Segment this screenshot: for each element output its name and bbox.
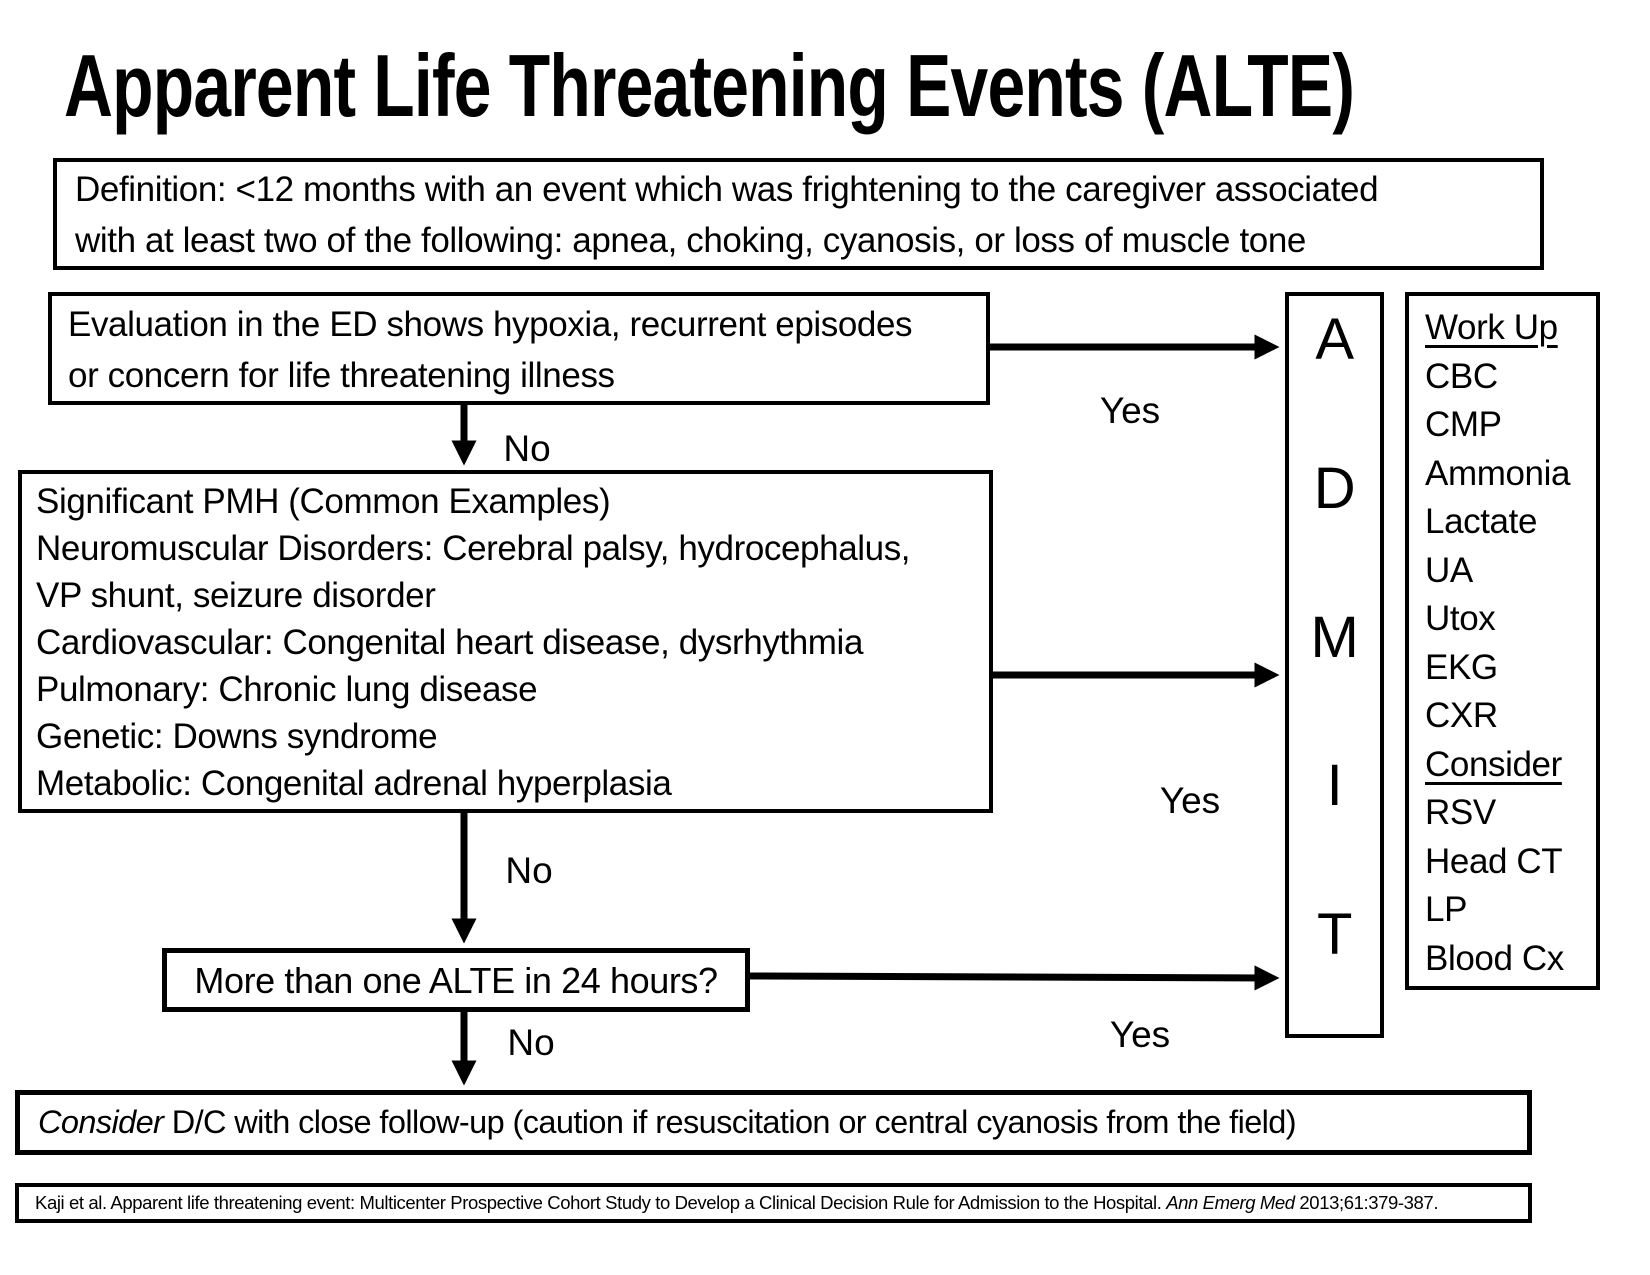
citation-pages: 2013;61:379-387.	[1294, 1192, 1439, 1213]
workup-item: Head CT	[1425, 841, 1563, 881]
workup-item: LP	[1425, 890, 1468, 929]
workup-item: Ammonia	[1425, 453, 1571, 493]
admit-column: A D M I T	[1285, 292, 1384, 1038]
definition-line: Definition: <12 months with an event whi…	[75, 170, 1379, 209]
pmh-line: Pulmonary: Chronic lung disease	[36, 670, 538, 709]
definition-box: Definition: <12 months with an event whi…	[53, 158, 1544, 270]
pmh-line: Neuromuscular Disorders: Cerebral palsy,…	[36, 529, 911, 568]
workup-item: CBC	[1425, 356, 1498, 396]
citation-box: Kaji et al. Apparent life threatening ev…	[15, 1183, 1532, 1223]
pmh-line: Cardiovascular: Congenital heart disease…	[36, 623, 864, 662]
ed-evaluation-box: Evaluation in the ED shows hypoxia, recu…	[48, 292, 990, 405]
pmh-line: Significant PMH (Common Examples)	[36, 482, 611, 521]
workup-item: EKG	[1425, 647, 1498, 687]
admit-letter: I	[1326, 753, 1343, 819]
workup-item: RSV	[1425, 793, 1496, 832]
label-no-pmh: No	[505, 850, 553, 891]
repeat-alte-question-box: More than one ALTE in 24 hours?	[162, 948, 750, 1012]
workup-list-box: Work Up CBC CMP Ammonia Lactate UA Utox …	[1405, 292, 1600, 990]
label-yes-alte: Yes	[1109, 1014, 1171, 1055]
workup-consider-heading: Consider	[1425, 744, 1562, 784]
significant-pmh-box: Significant PMH (Common Examples) Neurom…	[18, 470, 993, 813]
ed-evaluation-line: Evaluation in the ED shows hypoxia, recu…	[68, 305, 913, 344]
workup-item: Utox	[1425, 599, 1496, 638]
admit-letter: D	[1313, 455, 1356, 521]
workup-item: Lactate	[1425, 502, 1538, 541]
admit-letter: T	[1316, 902, 1353, 967]
workup-heading: Work Up	[1425, 308, 1558, 347]
page-title: Apparent Life Threatening Events (ALTE)	[64, 36, 1355, 135]
workup-item: Blood Cx	[1425, 938, 1564, 978]
pmh-line: Metabolic: Congenital adrenal hyperplasi…	[36, 764, 672, 803]
workup-item: CMP	[1425, 405, 1502, 444]
citation-journal: Ann Emerg Med	[1166, 1192, 1295, 1213]
label-yes-eval: Yes	[1099, 390, 1161, 431]
workup-item: CXR	[1425, 696, 1498, 735]
ed-evaluation-line: or concern for life threatening illness	[68, 356, 615, 395]
label-no-alte: No	[507, 1022, 555, 1063]
admit-letter: M	[1310, 604, 1359, 670]
definition-line: with at least two of the following: apne…	[75, 221, 1306, 260]
discharge-text: D/C with close follow-up (caution if res…	[163, 1104, 1297, 1140]
discharge-box: Consider D/C with close follow-up (cauti…	[15, 1090, 1532, 1155]
pmh-line: VP shunt, seizure disorder	[36, 576, 436, 615]
admit-letter: A	[1315, 307, 1354, 372]
pmh-line: Genetic: Downs syndrome	[36, 717, 438, 756]
arrow-alte-to-admit	[749, 965, 1280, 991]
repeat-alte-question: More than one ALTE in 24 hours?	[194, 960, 718, 1001]
label-no-eval: No	[503, 428, 551, 469]
citation-text: Kaji et al. Apparent life threatening ev…	[35, 1192, 1167, 1213]
label-yes-pmh: Yes	[1159, 780, 1221, 821]
discharge-consider-word: Consider	[38, 1104, 164, 1140]
workup-item: UA	[1425, 550, 1473, 590]
